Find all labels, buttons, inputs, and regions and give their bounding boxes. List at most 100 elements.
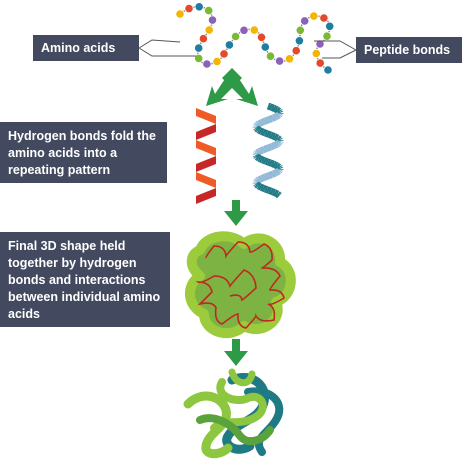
amino-acid-bead — [195, 3, 203, 11]
alpha-helix — [256, 106, 280, 196]
helix-segment — [273, 136, 275, 137]
helix-segment — [262, 122, 264, 123]
amino-acid-bead — [320, 14, 328, 22]
helix-segment — [262, 178, 264, 179]
split-arrows — [206, 68, 258, 106]
helix-segment — [270, 107, 272, 108]
helix-segment — [276, 109, 277, 110]
helix-segment — [277, 143, 278, 144]
helix-segment — [271, 191, 273, 192]
helix-segment — [276, 165, 277, 166]
amino-acid-bead — [266, 52, 274, 60]
helix-segment — [269, 190, 271, 191]
amino-acids-label: Amino acids — [33, 35, 139, 61]
helix-segment — [256, 128, 257, 129]
helix-segment — [258, 130, 259, 131]
helix-segment — [260, 178, 262, 179]
helix-segment — [276, 144, 277, 145]
helix-segment — [260, 122, 262, 123]
helix-segment — [261, 150, 263, 151]
helix-segment — [258, 158, 259, 159]
amino-acid-bead — [205, 6, 213, 14]
helix-segment — [273, 192, 275, 193]
sheet-strand — [196, 156, 216, 172]
helix-segment — [275, 137, 277, 138]
amino-acid-bead — [205, 26, 213, 34]
helix-segment — [268, 106, 270, 107]
tertiary-structure — [188, 372, 279, 454]
helix-segment — [274, 108, 276, 109]
amino-acid-bead — [176, 10, 184, 18]
sheet-strand — [196, 108, 216, 124]
helix-segment — [265, 133, 267, 134]
sheet-strand — [196, 172, 216, 188]
helix-segment — [259, 123, 260, 124]
helix-segment — [267, 190, 269, 191]
helix-segment — [275, 117, 277, 118]
amino-acid-bead — [213, 57, 221, 65]
amino-acid-bead — [275, 57, 283, 65]
amino-acid-bead — [231, 32, 239, 40]
helix-segment — [257, 181, 258, 182]
helix-segment — [267, 148, 269, 149]
helix-segment — [258, 180, 259, 181]
down-arrow-2 — [224, 339, 248, 366]
amino-acid-bead — [323, 32, 331, 40]
helix-segment — [278, 138, 279, 139]
helix-segment — [279, 114, 280, 115]
helix-segment — [264, 177, 266, 178]
amino-acid-bead — [250, 26, 258, 34]
helix-segment — [260, 131, 262, 132]
sheet-strand — [196, 188, 216, 204]
amino-acid-bead — [261, 43, 269, 51]
amino-acid-bead — [324, 66, 332, 74]
helix-segment — [256, 153, 257, 154]
helix-segment — [263, 149, 265, 150]
helix-segment — [275, 173, 277, 174]
amino-acid-bead — [225, 41, 233, 49]
helix-segment — [257, 128, 258, 129]
helix-segment — [277, 172, 278, 173]
amino-acids-pointer — [139, 40, 196, 56]
helix-segment — [273, 173, 275, 174]
amino-acid-chain — [176, 3, 334, 75]
helix-segment — [265, 149, 267, 150]
helix-segment — [275, 193, 277, 194]
helix-segment — [272, 174, 274, 175]
helix-segment — [259, 179, 260, 180]
helix-segment — [278, 167, 279, 168]
helix-segment — [266, 176, 268, 177]
helix-segment — [269, 147, 271, 148]
final-3d-shape-label: Final 3D shape held together by hydrogen… — [0, 232, 170, 327]
amino-acid-bead — [257, 33, 265, 41]
helix-segment — [279, 142, 280, 143]
amino-acid-bead — [310, 12, 318, 20]
helix-segment — [279, 195, 280, 196]
helix-segment — [270, 119, 272, 120]
helix-segment — [264, 121, 266, 122]
helix-segment — [278, 194, 279, 195]
helix-segment — [257, 184, 258, 185]
helix-segment — [264, 161, 266, 162]
helix-segment — [267, 134, 269, 135]
helix-segment — [278, 115, 279, 116]
helix-segment — [260, 187, 262, 188]
helix-segment — [259, 151, 261, 152]
helix-segment — [261, 131, 263, 132]
helix-segment — [270, 175, 272, 176]
helix-segment — [276, 137, 277, 138]
helix-segment — [256, 156, 257, 157]
helix-segment — [272, 118, 274, 119]
pleated-sheet — [196, 108, 216, 204]
helix-segment — [265, 189, 267, 190]
helix-segment — [257, 125, 258, 126]
amino-acid-bead — [199, 35, 207, 43]
helix-segment — [277, 110, 278, 111]
helix-segment — [271, 146, 273, 147]
helix-segment — [256, 184, 257, 185]
helix-segment — [263, 132, 265, 133]
helix-segment — [257, 152, 258, 153]
helix-segment — [272, 164, 274, 165]
helix-segment — [279, 111, 280, 112]
helix-segment — [279, 170, 280, 171]
